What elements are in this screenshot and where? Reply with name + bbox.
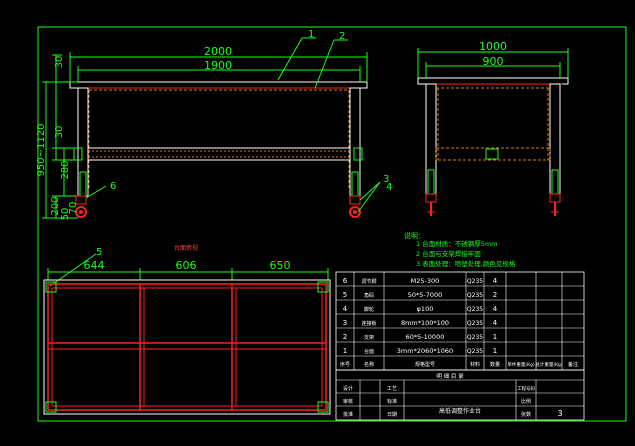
dim-front-2000: 2000 xyxy=(204,45,232,58)
note-2: 2 台面与支架焊接牢固 xyxy=(416,249,481,258)
plan-view: 台面俯视 644 606 650 5 xyxy=(43,244,331,415)
row-1-no: 5 xyxy=(343,291,347,299)
side-shelf xyxy=(435,147,551,161)
row-0-material: Q235 xyxy=(467,278,483,285)
plan-view-label: 台面俯视 xyxy=(174,244,198,252)
notes-title: 说明： xyxy=(404,231,425,240)
title-approve: 批准 xyxy=(343,411,353,418)
note-3: 3 表面处理：喷塑处理,颜色见规格 xyxy=(416,259,516,268)
side-right-caster xyxy=(549,193,561,216)
header-spec: 规格型号 xyxy=(415,361,435,368)
dim-front-height: 950~1120 xyxy=(36,124,47,177)
row-1-material: Q235 xyxy=(467,292,483,299)
plan-frame xyxy=(47,283,327,411)
title-process: 工艺 xyxy=(387,386,397,392)
callout-3: 3 xyxy=(383,174,389,185)
row-3-spec: 8mm*100*100 xyxy=(401,319,449,327)
dim-280: 280 xyxy=(60,160,71,179)
row-1-name: 角码 xyxy=(364,292,374,299)
title-drawing-name: 高低调整作业台 xyxy=(439,407,481,415)
row-3-material: Q235 xyxy=(467,320,483,327)
title-drawing-no-label: 工程号码 xyxy=(517,385,535,392)
row-0-qty: 4 xyxy=(493,277,498,285)
row-5-no: 1 xyxy=(343,347,347,355)
dim-side-900: 900 xyxy=(483,55,504,68)
header-remark: 备注 xyxy=(568,361,578,368)
row-2-name: 脚轮 xyxy=(364,306,374,313)
dim-70: 70 xyxy=(68,202,79,215)
parts-table: 6 调节脚 M25-300 Q235 4 5 角码 50*5-7000 Q235… xyxy=(335,271,585,371)
plan-outer xyxy=(43,279,331,415)
row-2-spec: φ100 xyxy=(417,305,434,313)
header-name: 名称 xyxy=(364,361,374,368)
header-no: 序号 xyxy=(340,361,350,368)
header-material: 材料 xyxy=(470,361,480,368)
title-block: 明 细 目 录 设计 审核 批准 工艺 标准 日期 高低调整作业台 工程号码 比… xyxy=(335,369,585,421)
row-5-qty: 1 xyxy=(493,347,497,355)
dim-plan-650: 650 xyxy=(270,259,291,272)
row-3-no: 3 xyxy=(343,319,347,327)
side-left-caster xyxy=(425,193,437,216)
dim-upper-30: 30 xyxy=(54,126,65,139)
front-view: 2000 1900 1 2 3 4 6 950~1120 30 30 280 xyxy=(36,29,392,220)
dim-side-1000: 1000 xyxy=(479,40,507,53)
note-1: 1 台面材质：不锈钢厚5mm xyxy=(416,239,498,248)
row-4-name: 支架 xyxy=(364,334,374,341)
callout-5: 5 xyxy=(96,247,102,258)
front-left-caster xyxy=(75,195,87,218)
row-0-name: 调节脚 xyxy=(361,278,376,285)
header-qty: 数量 xyxy=(490,361,500,368)
title-summary: 明 细 目 录 xyxy=(436,372,464,380)
row-0-no: 6 xyxy=(343,277,348,285)
header-total-weight: 总计重量(Kg) xyxy=(535,361,563,368)
title-sheet-count: 3 xyxy=(557,409,562,418)
row-2-material: Q235 xyxy=(467,306,483,313)
dim-plan-606: 606 xyxy=(176,259,197,272)
dim-plan-644: 644 xyxy=(84,259,105,272)
row-2-qty: 4 xyxy=(493,305,498,313)
notes: 说明： 1 台面材质：不锈钢厚5mm 2 台面与支架焊接牢固 3 表面处理：喷塑… xyxy=(404,231,516,268)
side-view: 1000 900 xyxy=(417,40,569,216)
drawing-border xyxy=(37,26,627,422)
dim-front-1900: 1900 xyxy=(204,59,232,72)
row-4-spec: 60*5-10000 xyxy=(406,333,445,341)
callout-1: 1 xyxy=(308,29,314,40)
dim-200: 200 xyxy=(50,196,61,215)
row-5-spec: 3mm*2060*1060 xyxy=(397,347,453,355)
front-shelf xyxy=(87,147,351,161)
header-unit-weight: 单件重量(Kg) xyxy=(507,361,535,368)
callout-2: 2 xyxy=(339,31,345,42)
row-1-spec: 50*5-7000 xyxy=(408,291,443,299)
dim-50: 50 xyxy=(60,208,71,221)
title-sheet-label: 张数 xyxy=(521,411,531,418)
callout-4: 4 xyxy=(386,182,392,193)
row-5-name: 台面 xyxy=(364,348,374,355)
callout-6: 6 xyxy=(110,181,116,192)
row-4-qty: 1 xyxy=(493,333,497,341)
title-design: 设计 xyxy=(343,385,353,392)
title-scale-label: 比例 xyxy=(521,398,531,405)
row-2-no: 4 xyxy=(343,305,348,313)
row-1-qty: 2 xyxy=(493,291,497,299)
row-3-qty: 4 xyxy=(493,319,498,327)
row-0-spec: M25-300 xyxy=(411,277,440,285)
side-tabletop xyxy=(417,77,569,85)
title-date: 日期 xyxy=(387,412,397,418)
row-4-no: 2 xyxy=(343,333,347,341)
row-5-material: Q235 xyxy=(467,348,483,355)
row-4-material: Q235 xyxy=(467,334,483,341)
title-check: 审核 xyxy=(343,398,353,405)
front-right-caster xyxy=(349,195,361,218)
row-3-name: 连接板 xyxy=(361,320,376,327)
dim-top-30: 30 xyxy=(54,56,65,69)
front-tabletop xyxy=(69,81,368,89)
title-standard: 标准 xyxy=(387,398,397,405)
